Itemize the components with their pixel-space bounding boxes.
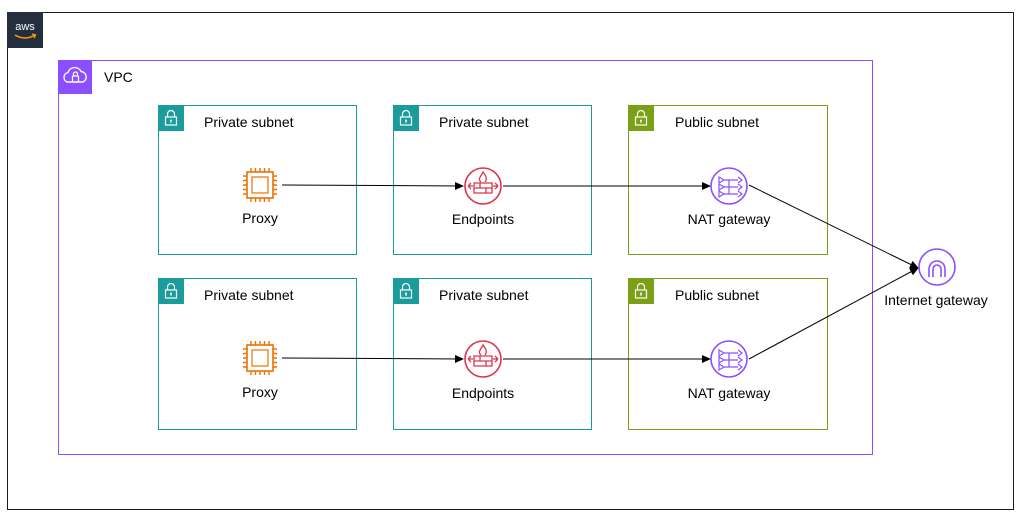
subnet-label: Private subnet	[439, 114, 529, 130]
ec2-instance-icon	[242, 340, 278, 376]
aws-logo-text: aws	[15, 21, 35, 33]
node-label-endpoints-1: Endpoints	[451, 211, 515, 227]
vpc-icon	[58, 60, 92, 94]
lock-icon	[393, 105, 419, 131]
lock-icon	[393, 278, 419, 304]
edge-proxy-to-endpoints-2	[281, 354, 464, 363]
subnet-private-2	[393, 105, 592, 255]
ec2-instance-icon	[242, 167, 278, 203]
network-firewall-endpoint-icon	[464, 167, 502, 205]
node-label-proxy-1: Proxy	[242, 210, 278, 226]
node-label-endpoints-2: Endpoints	[451, 385, 515, 401]
subnet-label: Private subnet	[439, 287, 529, 303]
subnet-label: Private subnet	[204, 114, 294, 130]
vpc-label: VPC	[104, 69, 133, 85]
lock-icon	[158, 105, 184, 131]
subnet-private-3	[158, 278, 357, 430]
node-label-nat-1: NAT gateway	[687, 211, 771, 227]
lock-icon	[628, 278, 654, 304]
node-label-internet-gateway: Internet gateway	[884, 292, 988, 308]
aws-cloud-frame	[7, 12, 1014, 510]
internet-gateway-icon	[918, 248, 956, 286]
network-firewall-endpoint-icon	[464, 340, 502, 378]
lock-icon	[628, 105, 654, 131]
subnet-label: Private subnet	[204, 287, 294, 303]
subnet-label: Public subnet	[675, 114, 760, 130]
node-label-nat-2: NAT gateway	[687, 385, 771, 401]
subnet-label: Public subnet	[675, 287, 760, 303]
subnet-private-4	[393, 278, 592, 430]
aws-logo: aws	[7, 12, 43, 48]
edge-proxy-to-endpoints-1	[281, 181, 464, 190]
aws-logo-icon: aws	[14, 21, 37, 39]
subnet-public-2	[628, 278, 828, 430]
node-label-proxy-2: Proxy	[242, 384, 278, 400]
edge-nat1-to-igw	[748, 184, 919, 269]
vpc-container	[58, 60, 873, 455]
nat-gateway-icon	[710, 167, 748, 205]
lock-icon	[158, 278, 184, 304]
edge-nat2-to-igw	[748, 267, 919, 360]
subnet-public-1	[628, 105, 828, 255]
nat-gateway-icon	[710, 340, 748, 378]
subnet-private-1	[158, 105, 357, 255]
